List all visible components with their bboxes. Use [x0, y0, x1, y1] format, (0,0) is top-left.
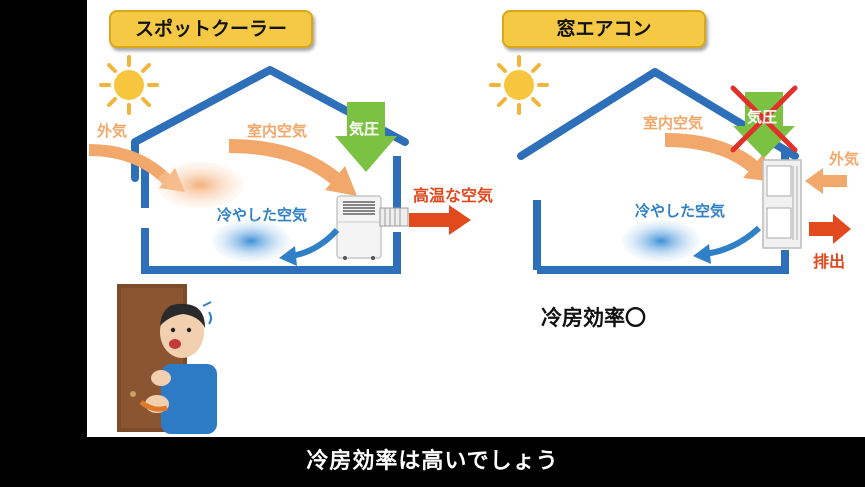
outside-air-label: 外気 [97, 122, 128, 140]
cooled-air-label: 冷やした空気 [217, 206, 308, 224]
efficiency-note: 冷房効率〇 [541, 306, 646, 330]
cooled-air-arrow [693, 225, 762, 264]
sun-icon [99, 55, 159, 115]
hot-air-arrow [409, 205, 471, 235]
pressure-arrow [335, 102, 397, 172]
window-ac-title: 窓エアコン [502, 10, 706, 48]
exhaust-arrow [809, 214, 851, 244]
window-ac-icon [762, 159, 802, 249]
exhaust-duct [379, 207, 409, 227]
sun-icon [489, 55, 549, 115]
indoor-air-label: 室内空気 [643, 114, 704, 132]
spot-cooler-title: スポットクーラー [109, 10, 313, 48]
exhaust-label: 排出 [813, 252, 846, 271]
subtitle-bar: 冷房効率は高いでしょう [0, 437, 865, 487]
worried-person-illustration [117, 284, 217, 434]
cool-air-blob [622, 220, 700, 262]
warm-air-blob [156, 162, 244, 208]
outside-air-arrow [805, 168, 847, 194]
cooled-air-arrow [279, 227, 340, 266]
cool-air-blob [212, 220, 290, 262]
indoor-air-label: 室内空気 [247, 122, 308, 140]
slide: スポットクーラー 外気 室内空気 気圧 [87, 0, 865, 437]
pressure-label: 気圧 [747, 108, 778, 126]
indoor-air-arrow [228, 139, 357, 196]
cross-out-icon [730, 85, 798, 153]
cooled-air-label: 冷やした空気 [635, 202, 726, 220]
hot-air-label: 高温な空気 [413, 186, 494, 205]
pressure-label: 気圧 [349, 120, 380, 138]
outside-air-label: 外気 [829, 150, 860, 168]
pressure-arrow-crossed [730, 85, 798, 158]
spot-cooler-icon [336, 195, 382, 260]
subtitle-text: 冷房効率は高いでしょう [306, 449, 559, 474]
